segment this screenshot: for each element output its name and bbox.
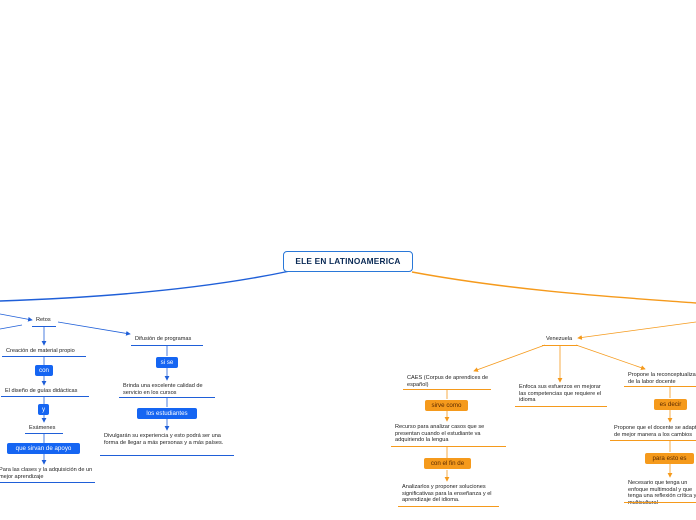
node-underline bbox=[0, 482, 95, 483]
node-creacion-material[interactable]: Creación de material propio bbox=[6, 348, 75, 354]
link-label-es-decir[interactable]: es decir bbox=[654, 399, 687, 410]
node-brinda-calidad[interactable]: Brinda una excelente calidad de servicio… bbox=[123, 383, 203, 396]
node-underline bbox=[119, 397, 215, 398]
node-enfoca[interactable]: Enfoca sus esfuerzos en mejorar las comp… bbox=[519, 384, 602, 404]
node-underline bbox=[403, 389, 491, 390]
node-underline bbox=[398, 506, 499, 507]
node-examenes[interactable]: Exámenes bbox=[29, 425, 56, 431]
node-underline bbox=[2, 356, 86, 357]
node-underline bbox=[32, 326, 56, 327]
node-underline bbox=[1, 396, 89, 397]
node-difusion-programas[interactable]: Difusión de programas bbox=[135, 336, 192, 342]
link-label-si-se[interactable]: si se bbox=[156, 357, 178, 368]
link-label-para-esto-es[interactable]: para esto es bbox=[645, 453, 694, 464]
link-label-con-el-fin-de[interactable]: con el fin de bbox=[424, 458, 471, 469]
node-divulgaran[interactable]: Divulgarán su experiencia y esto podrá s… bbox=[104, 433, 224, 446]
node-underline bbox=[624, 502, 696, 503]
link-label-sirve-como[interactable]: sirve como bbox=[425, 400, 468, 411]
node-underline bbox=[391, 446, 506, 447]
node-underline bbox=[515, 406, 607, 407]
node-underline bbox=[25, 433, 63, 434]
node-retos[interactable]: Retos bbox=[36, 317, 51, 323]
link-label-que-sirvan[interactable]: que sirvan de apoyo bbox=[7, 443, 80, 454]
node-underline bbox=[624, 386, 696, 387]
link-label-con[interactable]: con bbox=[35, 365, 53, 376]
node-underline bbox=[610, 440, 696, 441]
node-underline bbox=[542, 345, 578, 346]
node-para-las-clases[interactable]: Para las clases y la adquisición de un m… bbox=[0, 467, 93, 480]
node-underline bbox=[100, 455, 234, 456]
root-topic[interactable]: ELE EN LATINOAMERICA bbox=[283, 251, 413, 272]
node-caes[interactable]: CAES (Corpus de aprendices de español) bbox=[407, 375, 489, 388]
node-diseno-guias[interactable]: El diseño de guías didácticas bbox=[5, 388, 78, 394]
node-underline bbox=[131, 345, 203, 346]
node-propone-docente[interactable]: Propone que el docente se adapte de mejo… bbox=[614, 425, 696, 438]
node-propone-reconceptualizacion[interactable]: Propone la reconceptualización de la lab… bbox=[628, 372, 696, 385]
node-venezuela[interactable]: Venezuela bbox=[546, 336, 573, 342]
node-recurso[interactable]: Recurso para analizar casos que se prese… bbox=[395, 424, 485, 444]
link-label-y[interactable]: y bbox=[38, 404, 49, 415]
node-analizarlos[interactable]: Analizarlos y proponer soluciones signif… bbox=[402, 484, 492, 504]
link-label-los-estudiantes[interactable]: los estudiantes bbox=[137, 408, 197, 419]
